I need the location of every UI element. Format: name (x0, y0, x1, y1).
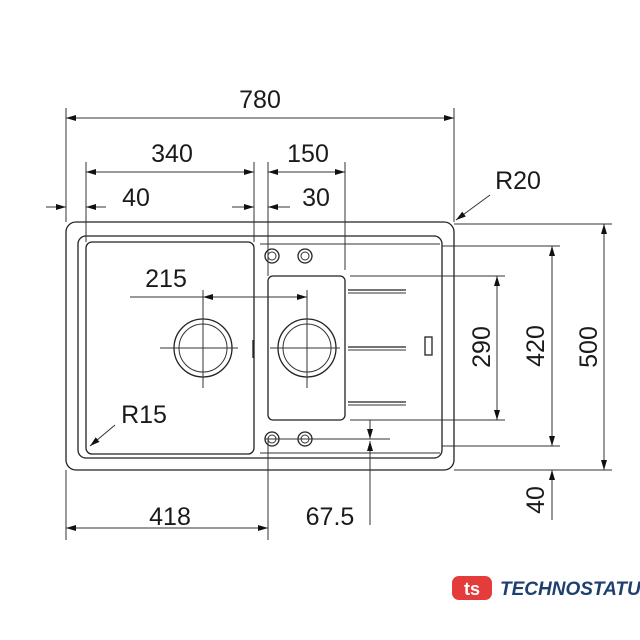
small-bowl (267, 275, 346, 421)
main-bowl (85, 241, 255, 455)
dim-tap-offset: 67.5 (306, 503, 355, 531)
dim-outer-radius: R20 (495, 167, 541, 195)
dim-small-bowl-depth: 290 (468, 326, 496, 368)
dim-total-width: 780 (239, 86, 281, 114)
dim-bowl-radius: R15 (121, 401, 167, 429)
dim-bowl-width: 340 (151, 140, 193, 168)
dim-drain-position: 418 (149, 503, 191, 531)
logo-text: TECHNOSTATUS (500, 579, 640, 600)
small-drain (270, 290, 340, 388)
dim-inner-depth: 420 (522, 325, 550, 367)
sink-rim (77, 235, 443, 459)
dim-bottom-offset: 40 (522, 486, 550, 514)
technostatus-logo: ts TECHNOSTATUS (452, 576, 640, 600)
dim-left-offset: 40 (122, 184, 150, 212)
drainer-grooves (348, 289, 406, 406)
dim-small-offset: 30 (302, 184, 330, 212)
svg-text:ts: ts (464, 579, 480, 599)
dim-small-bowl-width: 150 (287, 140, 329, 168)
overflow-slot (424, 336, 433, 356)
dim-total-depth: 500 (575, 326, 603, 368)
sink-outline (65, 221, 455, 471)
dim-drain-spacing: 215 (145, 265, 187, 293)
main-drain (160, 290, 238, 388)
